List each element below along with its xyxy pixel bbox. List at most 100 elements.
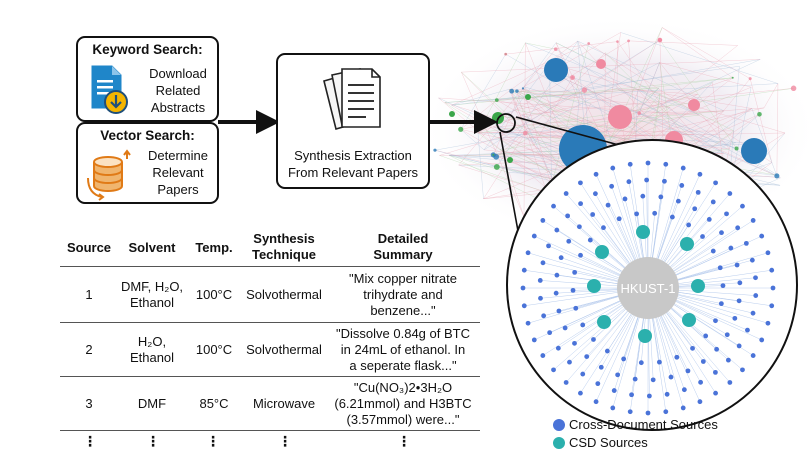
hkust-hub-label: HKUST-1 (621, 281, 676, 296)
network-edge (483, 149, 546, 157)
cross-document-node (610, 405, 616, 411)
cross-document-node (634, 211, 640, 217)
csd-node (636, 225, 650, 239)
network-edge (493, 88, 524, 155)
cross-document-node (680, 165, 686, 171)
network-edge (659, 62, 752, 88)
cross-document-node (703, 333, 709, 339)
cross-document-node (525, 320, 531, 326)
cross-document-node (749, 257, 755, 263)
network-edge (551, 72, 777, 177)
csd-node (597, 315, 611, 329)
cross-document-node (638, 360, 644, 366)
cross-document-node (556, 308, 562, 314)
ellipsis-solvent: ⋮ (146, 433, 160, 449)
network-edge (449, 155, 510, 173)
cross-document-node (734, 262, 740, 268)
csd-node (680, 237, 694, 251)
network-edge (751, 108, 778, 177)
network-edge (444, 87, 659, 103)
cross-document-node (759, 337, 765, 343)
row2-source: 2 (85, 342, 93, 357)
network-hub-node (449, 111, 455, 117)
network-edge (659, 40, 664, 143)
network-edge (525, 62, 660, 134)
cross-document-node (675, 198, 681, 204)
cross-document-node (573, 305, 579, 311)
cross-document-node (697, 171, 703, 177)
ellipsis-summary: ⋮ (397, 433, 411, 449)
cross-document-node (540, 218, 546, 223)
network-hub-node (688, 99, 700, 111)
cross-document-node (551, 367, 556, 373)
synthesis-extraction-label: Synthesis Extraction From Relevant Paper… (287, 148, 419, 180)
cross-document-node (578, 201, 583, 207)
network-edge (604, 52, 606, 144)
legend-cross-document-swatch (553, 419, 565, 431)
cross-document-node (572, 269, 578, 275)
network-edge (620, 32, 779, 84)
network-edge (522, 88, 552, 186)
cross-document-node (554, 227, 560, 233)
csd-node (595, 245, 609, 259)
network-edge (515, 88, 618, 111)
cross-document-node (521, 267, 527, 273)
network-edge (577, 40, 725, 112)
header-solvent: Solvent (128, 240, 176, 255)
network-node (521, 87, 525, 90)
cross-document-node (668, 374, 674, 380)
cross-document-node (700, 234, 705, 239)
cross-document-node (698, 379, 704, 385)
cross-document-node (622, 196, 628, 202)
ellipsis-temp: ⋮ (206, 433, 220, 449)
network-edge (477, 132, 484, 199)
network-edge (525, 42, 556, 50)
cross-document-node (520, 285, 526, 291)
csd-node (638, 329, 652, 343)
cross-document-node (686, 222, 692, 228)
cross-document-node (745, 327, 750, 333)
row2-temp: 100°C (195, 342, 233, 357)
cross-document-node (547, 330, 553, 336)
cross-document-node (713, 180, 718, 186)
cross-document-node (740, 367, 745, 373)
cross-document-node (626, 179, 632, 185)
network-node (433, 148, 437, 152)
cross-document-node (650, 377, 656, 383)
cross-document-node (690, 345, 695, 351)
network-edge (604, 32, 621, 144)
cross-document-node (632, 376, 638, 382)
cross-document-node (521, 303, 527, 309)
network-node (731, 76, 734, 79)
row2-summary: "Dissolve 0.84g of BTC in 24mL of ethano… (336, 326, 470, 373)
csd-node (691, 279, 705, 293)
cross-document-node (595, 381, 601, 387)
csd-node (587, 279, 601, 293)
cross-document-node (584, 354, 590, 360)
network-edge (776, 83, 779, 176)
cross-document-node (713, 318, 718, 324)
cross-document-node (537, 278, 543, 283)
legend-csd-label: CSD Sources (569, 435, 648, 450)
network-edge (483, 86, 752, 200)
network-edge (588, 43, 773, 163)
network-edge (509, 89, 580, 93)
cross-document-node (679, 183, 685, 188)
cross-document-node (706, 216, 712, 222)
row3-summary: "Cu(NO₃)2•3H₂O (6.21mmol) and H3BTC (3.5… (334, 380, 472, 427)
network-edge (511, 90, 580, 93)
cross-document-node (629, 392, 634, 398)
network-node (637, 111, 641, 115)
cross-document-node (553, 290, 559, 296)
cross-document-node (616, 216, 622, 222)
network-edge (483, 133, 526, 199)
cross-document-node (580, 322, 586, 328)
network-node (494, 98, 499, 102)
network-node (509, 88, 515, 94)
network-edge (637, 89, 752, 109)
cross-document-node (750, 353, 756, 358)
cross-document-node (591, 337, 596, 342)
cross-document-node (593, 171, 599, 177)
row2-solvent: H₂O, Ethanol (129, 334, 175, 365)
cross-document-node (652, 210, 658, 216)
